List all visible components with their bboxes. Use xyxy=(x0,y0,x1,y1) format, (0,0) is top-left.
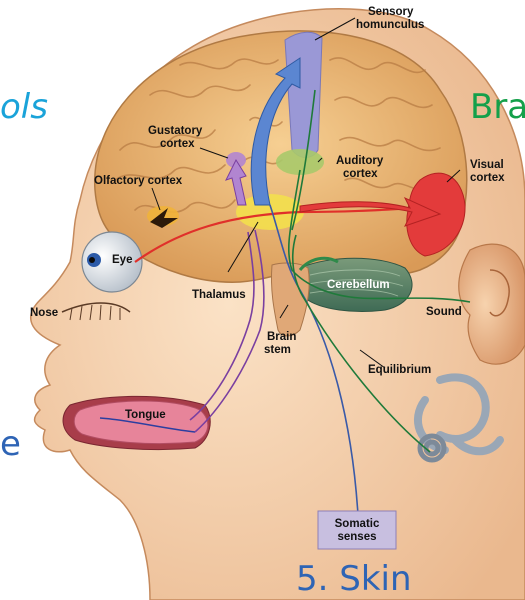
slide-fragment-left-top: ols xyxy=(0,87,48,127)
label-thalamus: Thalamus xyxy=(192,289,246,301)
label-tongue: Tongue xyxy=(125,409,166,421)
slide-caption-bottom: 5. Skin xyxy=(296,559,412,599)
label-nose: Nose xyxy=(30,307,58,319)
somatic-senses-box xyxy=(318,511,396,549)
pupil xyxy=(89,257,95,263)
label-equilibrium: Equilibrium xyxy=(368,364,431,376)
tongue-organ xyxy=(74,401,208,444)
label-sound: Sound xyxy=(426,306,462,318)
label-eye: Eye xyxy=(112,254,132,266)
label-olfactory-cortex: Olfactory cortex xyxy=(94,175,183,187)
label-cerebellum: Cerebellum xyxy=(327,279,390,291)
slide-fragment-right-top: Bra xyxy=(470,87,525,127)
slide-fragment-left-mid: e xyxy=(0,424,21,464)
